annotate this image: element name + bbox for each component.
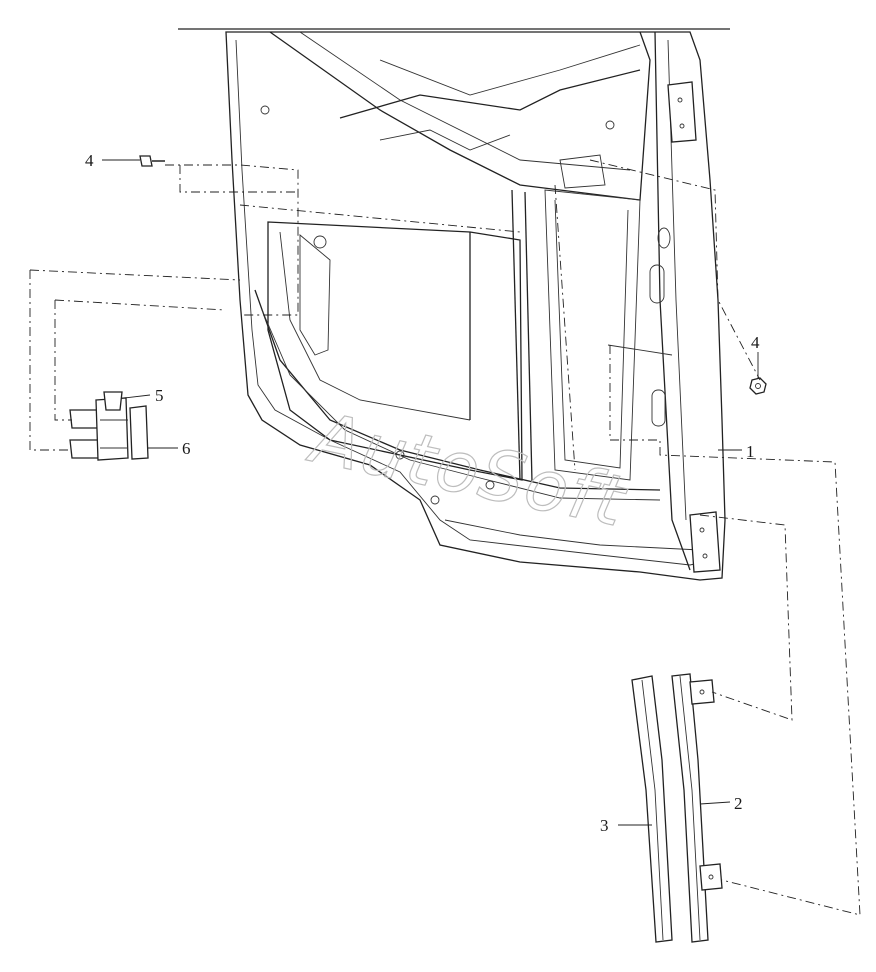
hinge-assembly [69, 391, 149, 461]
guide-rail-rear [671, 673, 723, 943]
guide-rail-front [631, 675, 673, 943]
callout-3: 3 [600, 816, 609, 835]
assembly-lines [29, 159, 861, 916]
callout-6: 6 [182, 439, 191, 458]
callout-1: 1 [746, 442, 755, 461]
callout-2: 2 [734, 794, 743, 813]
callout-5: 5 [155, 386, 164, 405]
callout-4-top: 4 [85, 151, 94, 170]
watermark-text: AutoSoft [301, 396, 633, 543]
door-inner-panel [225, 31, 726, 581]
leader-lines [102, 159, 759, 826]
bolt-right [749, 377, 767, 395]
callout-4-right: 4 [751, 333, 760, 352]
bolt-top [139, 155, 165, 167]
